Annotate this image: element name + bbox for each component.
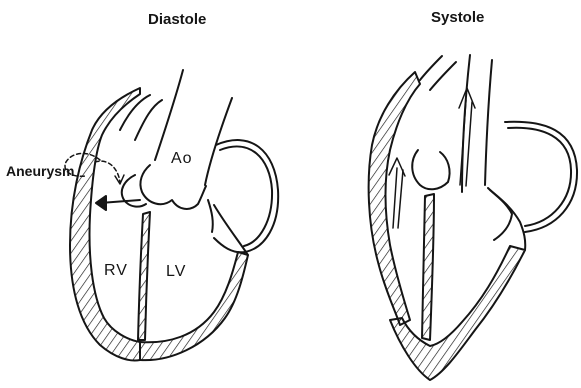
systole-septum: [422, 194, 434, 340]
systole-valve-region: [412, 150, 449, 189]
diastole-aortic-root: [140, 165, 206, 209]
systole-flow-arrow-2: [398, 170, 403, 228]
systole-apex-wall: [390, 246, 525, 380]
diastole-left-atrium: [214, 140, 278, 252]
systole-aorta-right: [485, 60, 492, 185]
systole-lv-lateral: [490, 190, 525, 250]
diastole-flow-arrowhead: [96, 196, 106, 210]
aorta-label: Ao: [171, 151, 193, 167]
systole-aorta-left: [462, 55, 470, 192]
diastole-rv-wall: [70, 88, 140, 360]
right-ventricle-label: RV: [104, 263, 128, 279]
diastole-aorta-left: [155, 70, 183, 160]
diastole-heart: [65, 70, 278, 360]
systole-pulmonary-vessel: [420, 56, 456, 90]
aneurysm-label: Aneurysm: [6, 164, 74, 178]
systole-left-atrium-inner: [508, 128, 571, 226]
left-ventricle-label: LV: [166, 264, 186, 280]
diastole-title: Diastole: [148, 12, 206, 27]
diastole-lv-wall: [214, 205, 248, 255]
systole-flow-arrow-4: [466, 102, 472, 186]
systole-title: Systole: [431, 10, 484, 25]
diastole-apex-wall: [140, 252, 248, 360]
diastole-septum: [138, 212, 150, 340]
systole-flow-arrow-1: [389, 158, 405, 228]
diastole-left-atrium-inner: [220, 146, 272, 246]
systole-mitral-region: [488, 188, 512, 240]
diastole-mitral-leaflet: [208, 200, 213, 232]
systole-heart: [369, 55, 577, 380]
